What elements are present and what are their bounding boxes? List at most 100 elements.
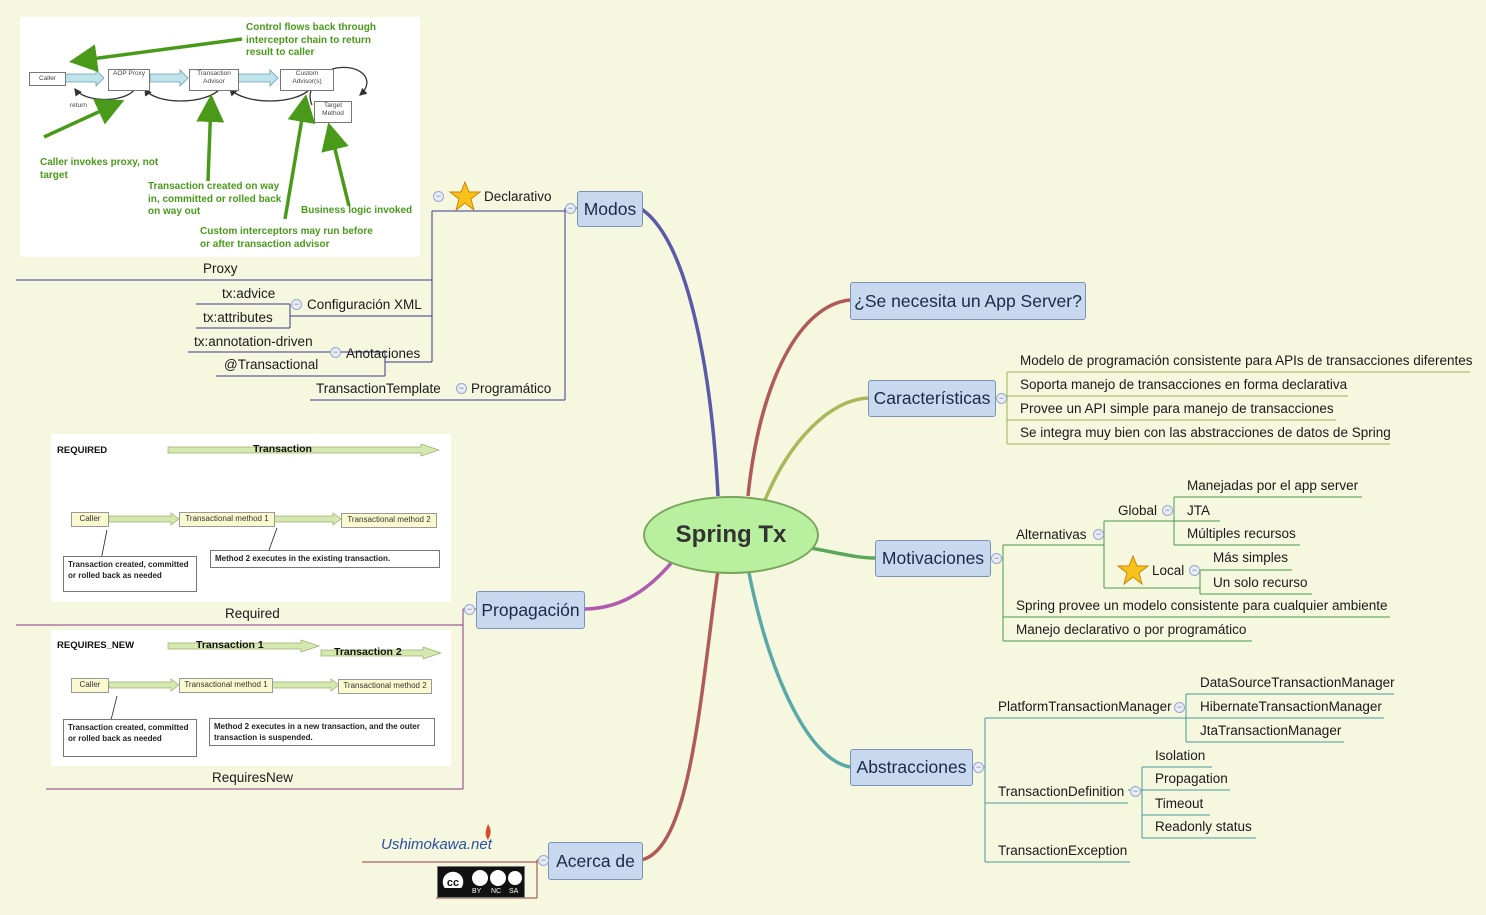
node-alternativas[interactable]: Alternativas bbox=[1016, 527, 1087, 542]
cc-nc-label: NC bbox=[491, 888, 502, 895]
annotation-caller-invokes: Caller invokes proxy, not target bbox=[40, 157, 159, 181]
requires-new-caller-box: Caller bbox=[71, 678, 109, 693]
node-caracteristica-3[interactable]: Provee un API simple para manejo de tran… bbox=[1020, 401, 1334, 416]
collapse-toggle-declarativo[interactable]: − bbox=[433, 191, 444, 202]
node-tx-attributes[interactable]: tx:attributes bbox=[203, 310, 273, 325]
node-transaction-template[interactable]: TransactionTemplate bbox=[316, 381, 441, 396]
annotation-tx-created: Transaction created on way in, committed… bbox=[148, 181, 282, 217]
topic-modos[interactable]: Modos bbox=[577, 191, 643, 227]
requires-new-method1-box: Transactional method 1 bbox=[179, 678, 273, 693]
node-propagation[interactable]: Propagation bbox=[1155, 771, 1228, 786]
required-note-left: Transaction created, committed or rolled… bbox=[63, 556, 197, 592]
annotation-custom-interceptors: Custom interceptors may run before or af… bbox=[200, 226, 373, 250]
topic-acerca-de[interactable]: Acerca de bbox=[548, 842, 643, 880]
cc-by-label: BY bbox=[472, 888, 482, 895]
node-config-xml[interactable]: Configuración XML bbox=[307, 297, 422, 312]
node-proxy[interactable]: Proxy bbox=[203, 261, 238, 276]
node-jta[interactable]: JTA bbox=[1187, 503, 1210, 518]
star-icon bbox=[448, 180, 482, 217]
collapse-toggle-caracteristicas[interactable]: − bbox=[996, 393, 1007, 404]
collapse-toggle-tdef[interactable]: − bbox=[1130, 786, 1141, 797]
requires-new-diagram-arrows bbox=[108, 639, 443, 721]
node-local[interactable]: Local bbox=[1152, 563, 1185, 578]
star-icon bbox=[1116, 554, 1150, 591]
topic-abstracciones[interactable]: Abstracciones bbox=[850, 749, 973, 786]
topic-motivaciones[interactable]: Motivaciones bbox=[875, 540, 991, 577]
box-transaction-advisor: Transaction Advisor bbox=[189, 69, 239, 91]
node-anotaciones[interactable]: Anotaciones bbox=[346, 346, 421, 361]
required-caller-box: Caller bbox=[71, 512, 109, 527]
node-caracteristica-4[interactable]: Se integra muy bien con las abstraccione… bbox=[1020, 425, 1391, 440]
box-custom-advisor: Custom Advisor(s) bbox=[280, 69, 334, 91]
node-manejo-declarativo[interactable]: Manejo declarativo o por programático bbox=[1016, 622, 1247, 637]
node-multiples-recursos[interactable]: Múltiples recursos bbox=[1187, 526, 1296, 541]
collapse-toggle-global[interactable]: − bbox=[1162, 505, 1173, 516]
node-programatico[interactable]: Programático bbox=[471, 381, 552, 396]
collapse-toggle-programatico[interactable]: − bbox=[456, 383, 467, 394]
node-timeout[interactable]: Timeout bbox=[1155, 796, 1204, 811]
cc-sa-label: SA bbox=[509, 888, 519, 895]
required-method1-box: Transactional method 1 bbox=[179, 512, 275, 527]
proxy-diagram-arrows bbox=[43, 37, 368, 220]
collapse-toggle-abstracciones[interactable]: − bbox=[973, 762, 984, 773]
node-manejadas-app-server[interactable]: Manejadas por el app server bbox=[1187, 478, 1359, 493]
node-isolation[interactable]: Isolation bbox=[1155, 748, 1206, 763]
collapse-toggle-ptm[interactable]: − bbox=[1174, 702, 1185, 713]
node-required[interactable]: Required bbox=[225, 606, 280, 621]
node-caracteristica-1[interactable]: Modelo de programación consistente para … bbox=[1020, 353, 1473, 368]
requires-new-note-right: Method 2 executes in a new transaction, … bbox=[209, 718, 435, 746]
box-target-method: Target Method bbox=[314, 101, 352, 123]
central-node[interactable]: Spring Tx bbox=[643, 496, 819, 574]
logo-flame-icon bbox=[483, 824, 493, 845]
box-caller: Caller bbox=[29, 72, 66, 86]
node-requires-new[interactable]: RequiresNew bbox=[212, 770, 294, 785]
node-transaction-exception[interactable]: TransactionException bbox=[998, 843, 1128, 858]
collapse-toggle-acerca[interactable]: − bbox=[538, 855, 549, 866]
node-declarativo[interactable]: Declarativo bbox=[484, 189, 552, 204]
node-transactional[interactable]: @Transactional bbox=[224, 357, 319, 372]
required-diagram-arrows bbox=[100, 443, 441, 561]
node-un-solo-recurso[interactable]: Un solo recurso bbox=[1213, 575, 1308, 590]
node-global[interactable]: Global bbox=[1118, 503, 1158, 518]
node-caracteristica-2[interactable]: Soporta manejo de transacciones en forma… bbox=[1020, 377, 1348, 392]
node-mas-simples[interactable]: Más simples bbox=[1213, 550, 1289, 565]
annotation-business-logic: Business logic invoked bbox=[301, 205, 413, 216]
required-tx-label: Transaction bbox=[253, 443, 312, 455]
requires-new-method2-box: Transactional method 2 bbox=[338, 679, 432, 694]
collapse-toggle-motivaciones[interactable]: − bbox=[991, 553, 1002, 564]
node-platform-tx-manager[interactable]: PlatformTransactionManager bbox=[998, 699, 1172, 714]
required-method2-box: Transactional method 2 bbox=[341, 513, 437, 528]
collapse-toggle-config-xml[interactable]: − bbox=[291, 299, 302, 310]
svg-text:cc: cc bbox=[447, 877, 459, 889]
requires-new-tx1-label: Transaction 1 bbox=[196, 639, 264, 651]
node-transaction-definition[interactable]: TransactionDefinition bbox=[998, 784, 1125, 799]
collapse-toggle-alternativas[interactable]: − bbox=[1093, 529, 1104, 540]
node-hibernate-tx-manager[interactable]: HibernateTransactionManager bbox=[1200, 699, 1382, 714]
requires-new-tx2-label: Transaction 2 bbox=[334, 646, 402, 658]
requires-new-diagram: REQUIRES_NEW Transaction 1 Transaction 2… bbox=[51, 630, 451, 766]
requires-new-note-left: Transaction created, committed or rolled… bbox=[63, 719, 197, 757]
collapse-toggle-modos[interactable]: − bbox=[565, 203, 576, 214]
proxy-diagram: Caller AOP Proxy Transaction Advisor Cus… bbox=[20, 17, 420, 257]
box-aop-proxy: AOP Proxy bbox=[108, 69, 150, 91]
node-tx-annotation-driven[interactable]: tx:annotation-driven bbox=[194, 334, 313, 349]
required-diagram: REQUIRED Transaction Caller Transactiona… bbox=[51, 434, 451, 602]
node-readonly-status[interactable]: Readonly status bbox=[1155, 819, 1252, 834]
node-datasource-tx-manager[interactable]: DataSourceTransactionManager bbox=[1200, 675, 1395, 690]
collapse-toggle-anotaciones[interactable]: − bbox=[330, 347, 341, 358]
annotation-control-flows: Control flows back through interceptor c… bbox=[246, 22, 376, 58]
node-jta-tx-manager[interactable]: JtaTransactionManager bbox=[1200, 723, 1342, 738]
node-tx-advice[interactable]: tx:advice bbox=[222, 286, 276, 301]
required-title: REQUIRED bbox=[57, 445, 108, 456]
requires-new-title: REQUIRES_NEW bbox=[57, 640, 135, 651]
topic-caracteristicas[interactable]: Características bbox=[868, 380, 996, 417]
collapse-toggle-local[interactable]: − bbox=[1189, 565, 1200, 576]
topic-app-server[interactable]: ¿Se necesita un App Server? bbox=[850, 282, 1086, 320]
cc-by-nc-sa-icon[interactable]: cc BY NC SA bbox=[437, 866, 525, 898]
topic-propagacion[interactable]: Propagación bbox=[476, 591, 585, 629]
node-spring-modelo[interactable]: Spring provee un modelo consistente para… bbox=[1016, 598, 1388, 613]
collapse-toggle-propagacion[interactable]: − bbox=[464, 604, 475, 615]
ushimokawa-logo[interactable]: Ushimokawa.net bbox=[381, 836, 492, 853]
